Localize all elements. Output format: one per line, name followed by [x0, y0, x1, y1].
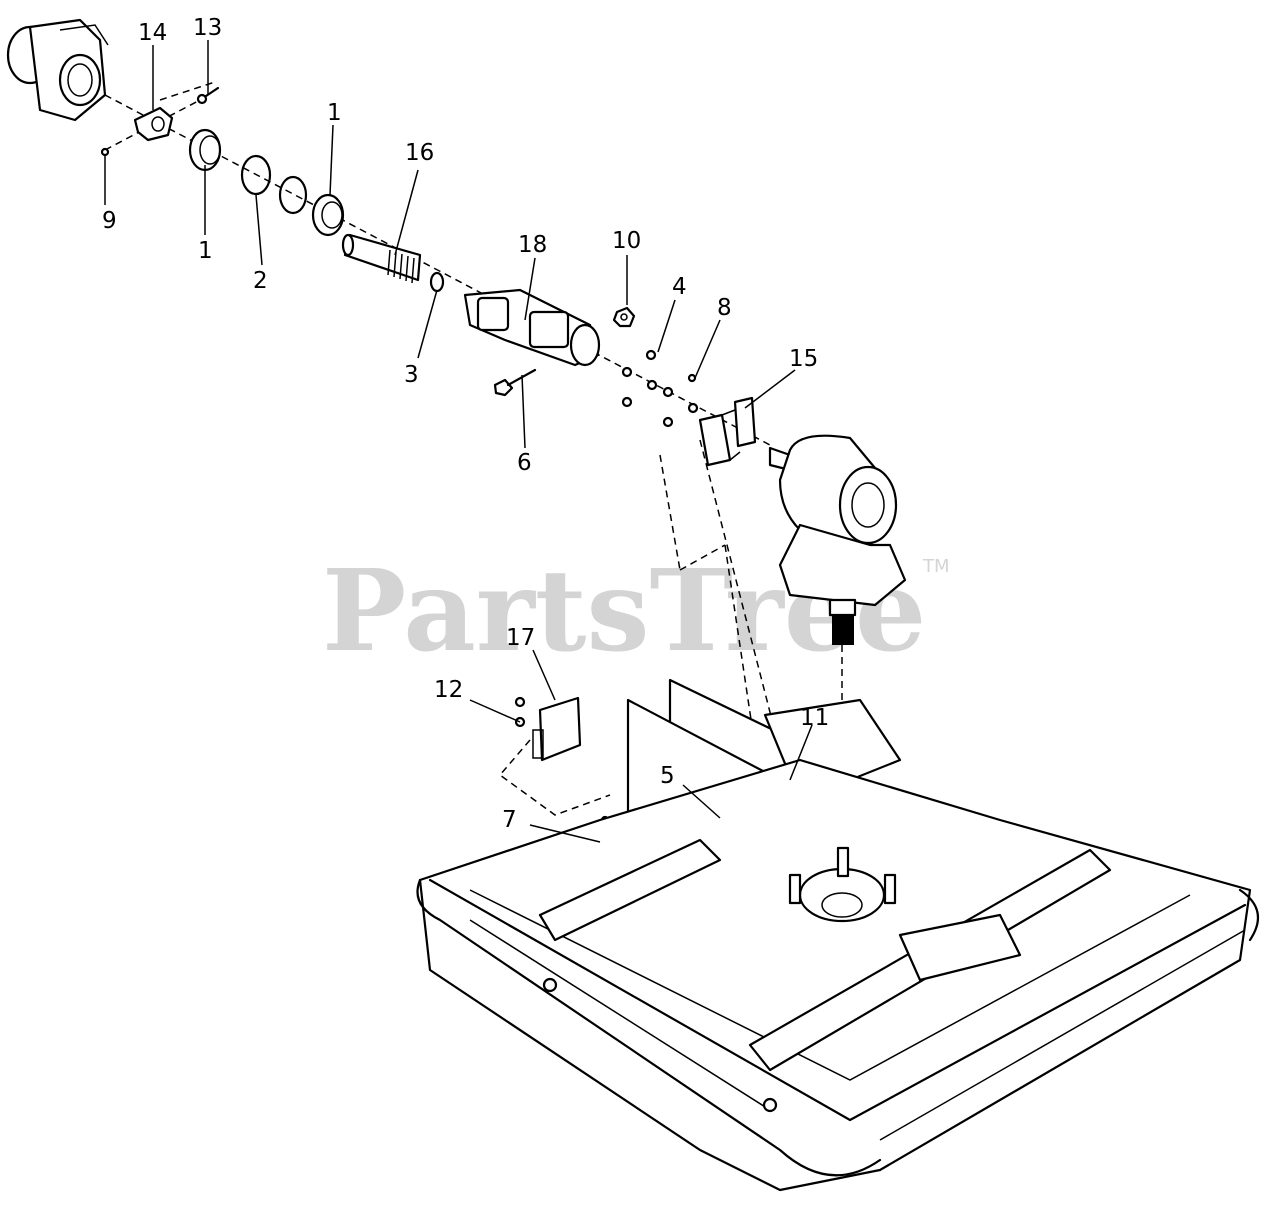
callout-1-lower: 1 — [198, 238, 213, 264]
coupling-housing — [6, 18, 109, 122]
callout-16: 16 — [405, 140, 434, 166]
callout-13: 13 — [193, 15, 222, 41]
bolt-6 — [493, 368, 537, 397]
callout-18: 18 — [518, 232, 547, 258]
o-ring-3 — [429, 271, 445, 293]
callout-15: 15 — [789, 346, 818, 372]
callouts: 14 13 1 16 9 1 2 18 10 4 8 15 3 6 17 12 … — [102, 15, 829, 833]
mower-deck — [416, 758, 1260, 1192]
shield-plate-17 — [532, 696, 582, 762]
callout-11: 11 — [800, 705, 829, 731]
bolt-13 — [196, 86, 220, 105]
callout-3: 3 — [404, 362, 419, 388]
bearing-left — [188, 128, 222, 172]
callout-17: 17 — [506, 625, 535, 651]
callout-4: 4 — [672, 274, 687, 300]
shaft-16 — [341, 233, 422, 284]
gearbox — [768, 434, 907, 645]
callout-7: 7 — [502, 807, 517, 833]
callout-1-upper: 1 — [327, 100, 342, 126]
callout-6: 6 — [517, 450, 532, 476]
universal-joint-18 — [463, 288, 601, 367]
callout-8: 8 — [717, 295, 732, 321]
flange-bracket — [133, 106, 174, 142]
leader-lines — [104, 40, 813, 843]
callout-2: 2 — [253, 268, 268, 294]
screw-9 — [100, 147, 110, 157]
bearing-right — [311, 193, 345, 237]
hardware-12 — [514, 696, 526, 728]
callout-14: 14 — [138, 20, 167, 46]
callout-12: 12 — [434, 677, 463, 703]
retaining-rings — [240, 154, 308, 215]
callout-5: 5 — [660, 763, 675, 789]
small-hardware — [621, 349, 699, 428]
watermark-trademark: TM — [922, 556, 950, 577]
callout-9: 9 — [102, 208, 117, 234]
gearbox-mounting-brackets — [698, 396, 757, 467]
nut-10 — [612, 306, 636, 328]
callout-10: 10 — [612, 228, 641, 254]
